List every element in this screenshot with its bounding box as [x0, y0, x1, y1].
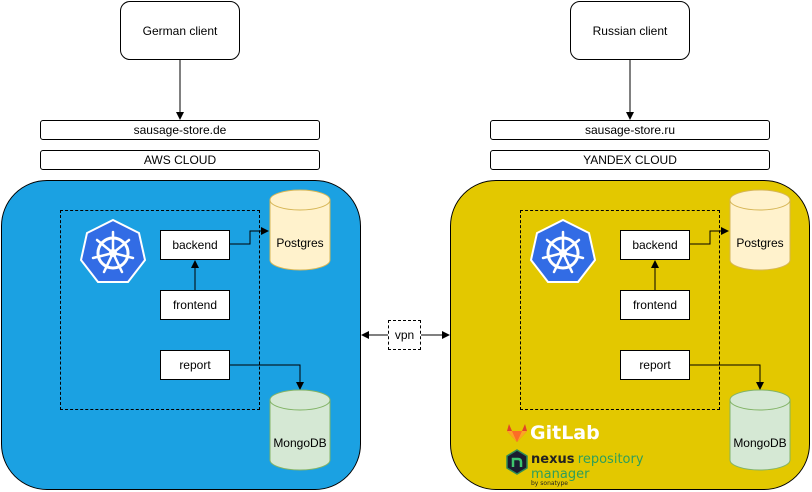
- arrow-report-to-mongodb-right: [690, 364, 764, 390]
- german-domain-label: sausage-store.de: [133, 123, 227, 137]
- backend-service-right: backend: [620, 230, 690, 260]
- postgres-db-left: [269, 189, 331, 271]
- backend-label-left: backend: [172, 238, 218, 252]
- yandex-cloud-bar: YANDEX CLOUD: [490, 150, 770, 170]
- nexus-wordmark: nexus repository manager by sonatype: [531, 452, 701, 487]
- k8s-cluster-left: [60, 210, 260, 410]
- aws-cloud-bar: AWS CLOUD: [40, 150, 320, 170]
- kubernetes-icon: [79, 218, 147, 283]
- yandex-cloud-label: YANDEX CLOUD: [583, 153, 677, 167]
- gitlab-wordmark: GitLab: [530, 422, 600, 444]
- frontend-label-right: frontend: [632, 298, 678, 312]
- frontend-label-left: frontend: [172, 298, 218, 312]
- k8s-cluster-right: [520, 210, 720, 410]
- report-service-right: report: [620, 350, 690, 380]
- report-label-right: report: [639, 358, 671, 372]
- russian-domain-label: sausage-store.ru: [584, 123, 676, 137]
- mongodb-db-right: [729, 389, 791, 471]
- postgres-db-right: [729, 189, 791, 271]
- mongodb-label-left: MongoDB: [273, 436, 327, 450]
- aws-cloud-label: AWS CLOUD: [143, 153, 217, 167]
- vpn-box: vpn: [388, 320, 421, 350]
- german-domain-bar: sausage-store.de: [40, 120, 320, 140]
- nexus-icon: [506, 449, 528, 475]
- mongodb-db-left: [269, 389, 331, 471]
- russian-client-label: Russian client: [592, 23, 668, 38]
- report-service-left: report: [160, 350, 230, 380]
- russian-client-box: Russian client: [570, 1, 690, 60]
- arrow-report-to-mongodb-left: [230, 364, 304, 390]
- gitlab-icon: [507, 424, 527, 442]
- postgres-label-right: Postgres: [736, 236, 784, 250]
- mongodb-label-right: MongoDB: [733, 436, 787, 450]
- frontend-service-right: frontend: [620, 290, 690, 320]
- postgres-label-left: Postgres: [276, 236, 324, 250]
- russian-domain-bar: sausage-store.ru: [490, 120, 770, 140]
- german-client-label: German client: [142, 23, 218, 38]
- nexus-by: by sonatype: [531, 480, 568, 487]
- frontend-service-left: frontend: [160, 290, 230, 320]
- backend-service-left: backend: [160, 230, 230, 260]
- german-client-box: German client: [120, 1, 240, 60]
- vpn-label: vpn: [394, 328, 415, 342]
- report-label-left: report: [179, 358, 211, 372]
- kubernetes-icon: [529, 218, 597, 283]
- nexus-brand: nexus: [531, 452, 575, 467]
- nexus-product: repository manager: [531, 452, 644, 482]
- backend-label-right: backend: [632, 238, 678, 252]
